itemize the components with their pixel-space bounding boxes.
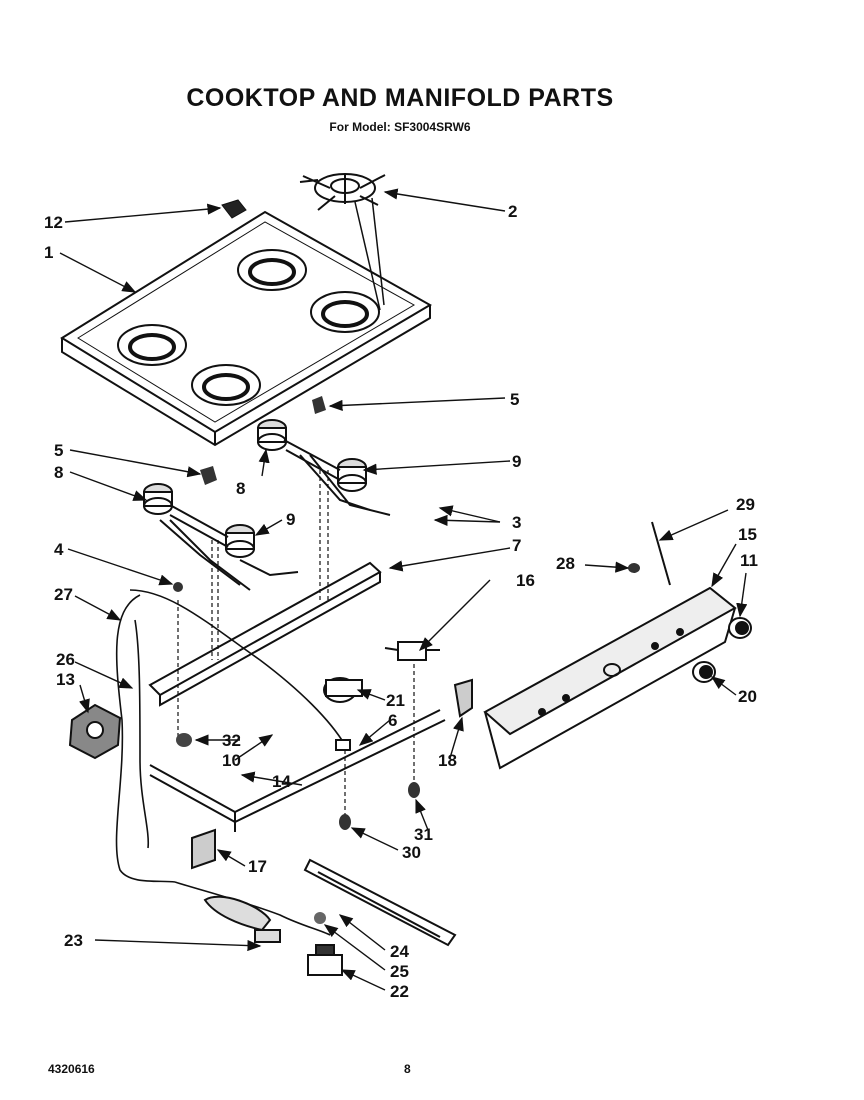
callout-10: 10 bbox=[222, 751, 241, 770]
callout-20: 20 bbox=[738, 687, 757, 706]
callout-13: 13 bbox=[56, 670, 75, 689]
callout-8-upper: 8 bbox=[236, 479, 245, 498]
callout-21: 21 bbox=[386, 691, 405, 710]
manifold-pipe bbox=[149, 709, 446, 832]
bracket-17 bbox=[191, 828, 216, 870]
callout-9-upper: 9 bbox=[512, 452, 521, 471]
burner-assembly-left bbox=[143, 483, 299, 591]
callout-12: 12 bbox=[44, 213, 63, 232]
callout-15: 15 bbox=[738, 525, 757, 544]
callout-8-lower: 8 bbox=[54, 463, 63, 482]
callout-3: 3 bbox=[512, 513, 521, 532]
valve-13 bbox=[68, 703, 122, 760]
manifold-bracket bbox=[148, 561, 382, 707]
callout-25: 25 bbox=[390, 962, 409, 981]
screw-30 bbox=[339, 814, 351, 830]
clip-12 bbox=[221, 199, 247, 219]
rod-29 bbox=[651, 521, 671, 586]
orifice-6 bbox=[335, 739, 351, 751]
callout-7: 7 bbox=[512, 536, 521, 555]
callout-5-upper: 5 bbox=[510, 390, 519, 409]
callout-18: 18 bbox=[438, 751, 457, 770]
callout-4: 4 bbox=[54, 540, 64, 559]
spacer-32 bbox=[176, 733, 192, 747]
callout-32: 32 bbox=[222, 731, 241, 750]
callout-27: 27 bbox=[54, 585, 73, 604]
callout-31: 31 bbox=[414, 825, 433, 844]
burner-assembly-right bbox=[257, 419, 391, 516]
callout-29: 29 bbox=[736, 495, 755, 514]
fitting-25 bbox=[314, 912, 326, 924]
nut-4 bbox=[173, 582, 183, 592]
callout-1: 1 bbox=[44, 243, 53, 262]
cooktop-panel bbox=[60, 210, 433, 447]
bracket-18 bbox=[453, 678, 473, 718]
callout-24: 24 bbox=[390, 942, 409, 961]
burner-grate bbox=[299, 173, 386, 211]
callout-11: 11 bbox=[740, 551, 758, 570]
page-number: 8 bbox=[404, 1062, 411, 1076]
gas-tubing bbox=[115, 589, 346, 936]
callout-28: 28 bbox=[556, 554, 575, 573]
callout-26: 26 bbox=[56, 650, 75, 669]
clip-5a bbox=[200, 466, 217, 485]
screw-28 bbox=[628, 563, 640, 573]
callout-14: 14 bbox=[272, 772, 291, 791]
clip-5b bbox=[312, 396, 326, 414]
knob-11 bbox=[728, 617, 752, 639]
valve-21 bbox=[323, 677, 363, 703]
document-number: 4320616 bbox=[48, 1062, 95, 1076]
igniter-23 bbox=[203, 895, 281, 943]
callout-30: 30 bbox=[402, 843, 421, 862]
callout-23: 23 bbox=[64, 931, 83, 950]
oven-burner-24 bbox=[303, 858, 457, 947]
callout-6: 6 bbox=[388, 711, 397, 730]
regulator-16 bbox=[384, 641, 440, 661]
callout-5-lower: 5 bbox=[54, 441, 63, 460]
screw-31 bbox=[408, 782, 420, 798]
thermostat-22 bbox=[307, 944, 343, 976]
leader-lines bbox=[59, 188, 748, 991]
page-title: COOKTOP AND MANIFOLD PARTS bbox=[186, 84, 614, 112]
callout-17: 17 bbox=[248, 857, 267, 876]
callout-2: 2 bbox=[508, 202, 517, 221]
knob-20 bbox=[692, 661, 716, 683]
callout-9-lower: 9 bbox=[286, 510, 295, 529]
model-subtitle: For Model: SF3004SRW6 bbox=[329, 120, 471, 134]
callout-16: 16 bbox=[516, 571, 535, 590]
callout-22: 22 bbox=[390, 982, 409, 1001]
